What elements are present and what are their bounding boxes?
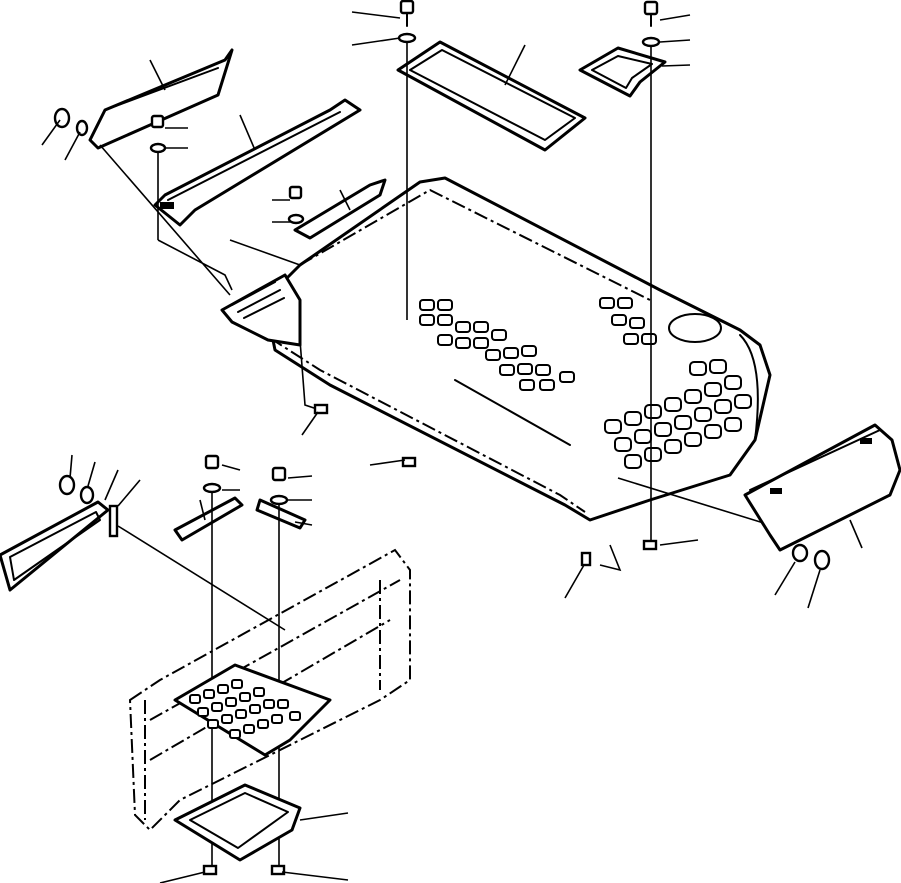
clip-hood-bottom xyxy=(580,551,592,567)
bolt-upper-left-a xyxy=(149,114,167,240)
callout-leaders xyxy=(41,11,863,883)
cover-plate-upper-left xyxy=(88,48,234,150)
hood-ridge xyxy=(454,379,571,446)
clip-hood-front xyxy=(401,456,417,468)
hood-cap-recess xyxy=(668,313,722,343)
clip-bottom-right xyxy=(270,864,286,876)
frame-vent-grille xyxy=(189,679,301,739)
strip-lower-b xyxy=(255,498,307,530)
bolt-upper-left-b xyxy=(287,185,305,225)
bolt-top-right xyxy=(641,0,661,545)
engine-hood xyxy=(220,176,772,522)
assembly-line-right-panel xyxy=(599,477,771,572)
bolt-lower-left xyxy=(58,474,95,505)
hood-top-edge xyxy=(299,188,651,301)
hood-front-edge xyxy=(269,337,586,513)
center-cover-plate xyxy=(396,40,587,152)
hood-rear-grille xyxy=(604,359,752,469)
long-cover-strip xyxy=(153,98,362,227)
bolt-rear-panel xyxy=(791,543,831,571)
assembly-line-lower-left xyxy=(117,525,286,631)
small-bracket-strip xyxy=(293,178,387,240)
clip-bottom-left xyxy=(202,864,218,876)
hood-side-slats xyxy=(231,281,285,319)
bottom-cover-tray xyxy=(173,783,302,862)
hood-vent-grille xyxy=(419,297,657,391)
small-gasket xyxy=(108,504,119,538)
rear-access-panel xyxy=(743,423,901,552)
bolt-far-left xyxy=(53,107,89,137)
assembly-line-upper xyxy=(99,144,301,296)
small-cover-plate-right xyxy=(578,46,667,98)
hood-rear-curve xyxy=(739,334,759,441)
side-cover-plate xyxy=(0,500,110,592)
clip-hood-left xyxy=(313,403,329,415)
clip-hood-right xyxy=(642,539,658,551)
strip-lower-a xyxy=(173,496,244,542)
radiator-frame xyxy=(128,548,411,832)
